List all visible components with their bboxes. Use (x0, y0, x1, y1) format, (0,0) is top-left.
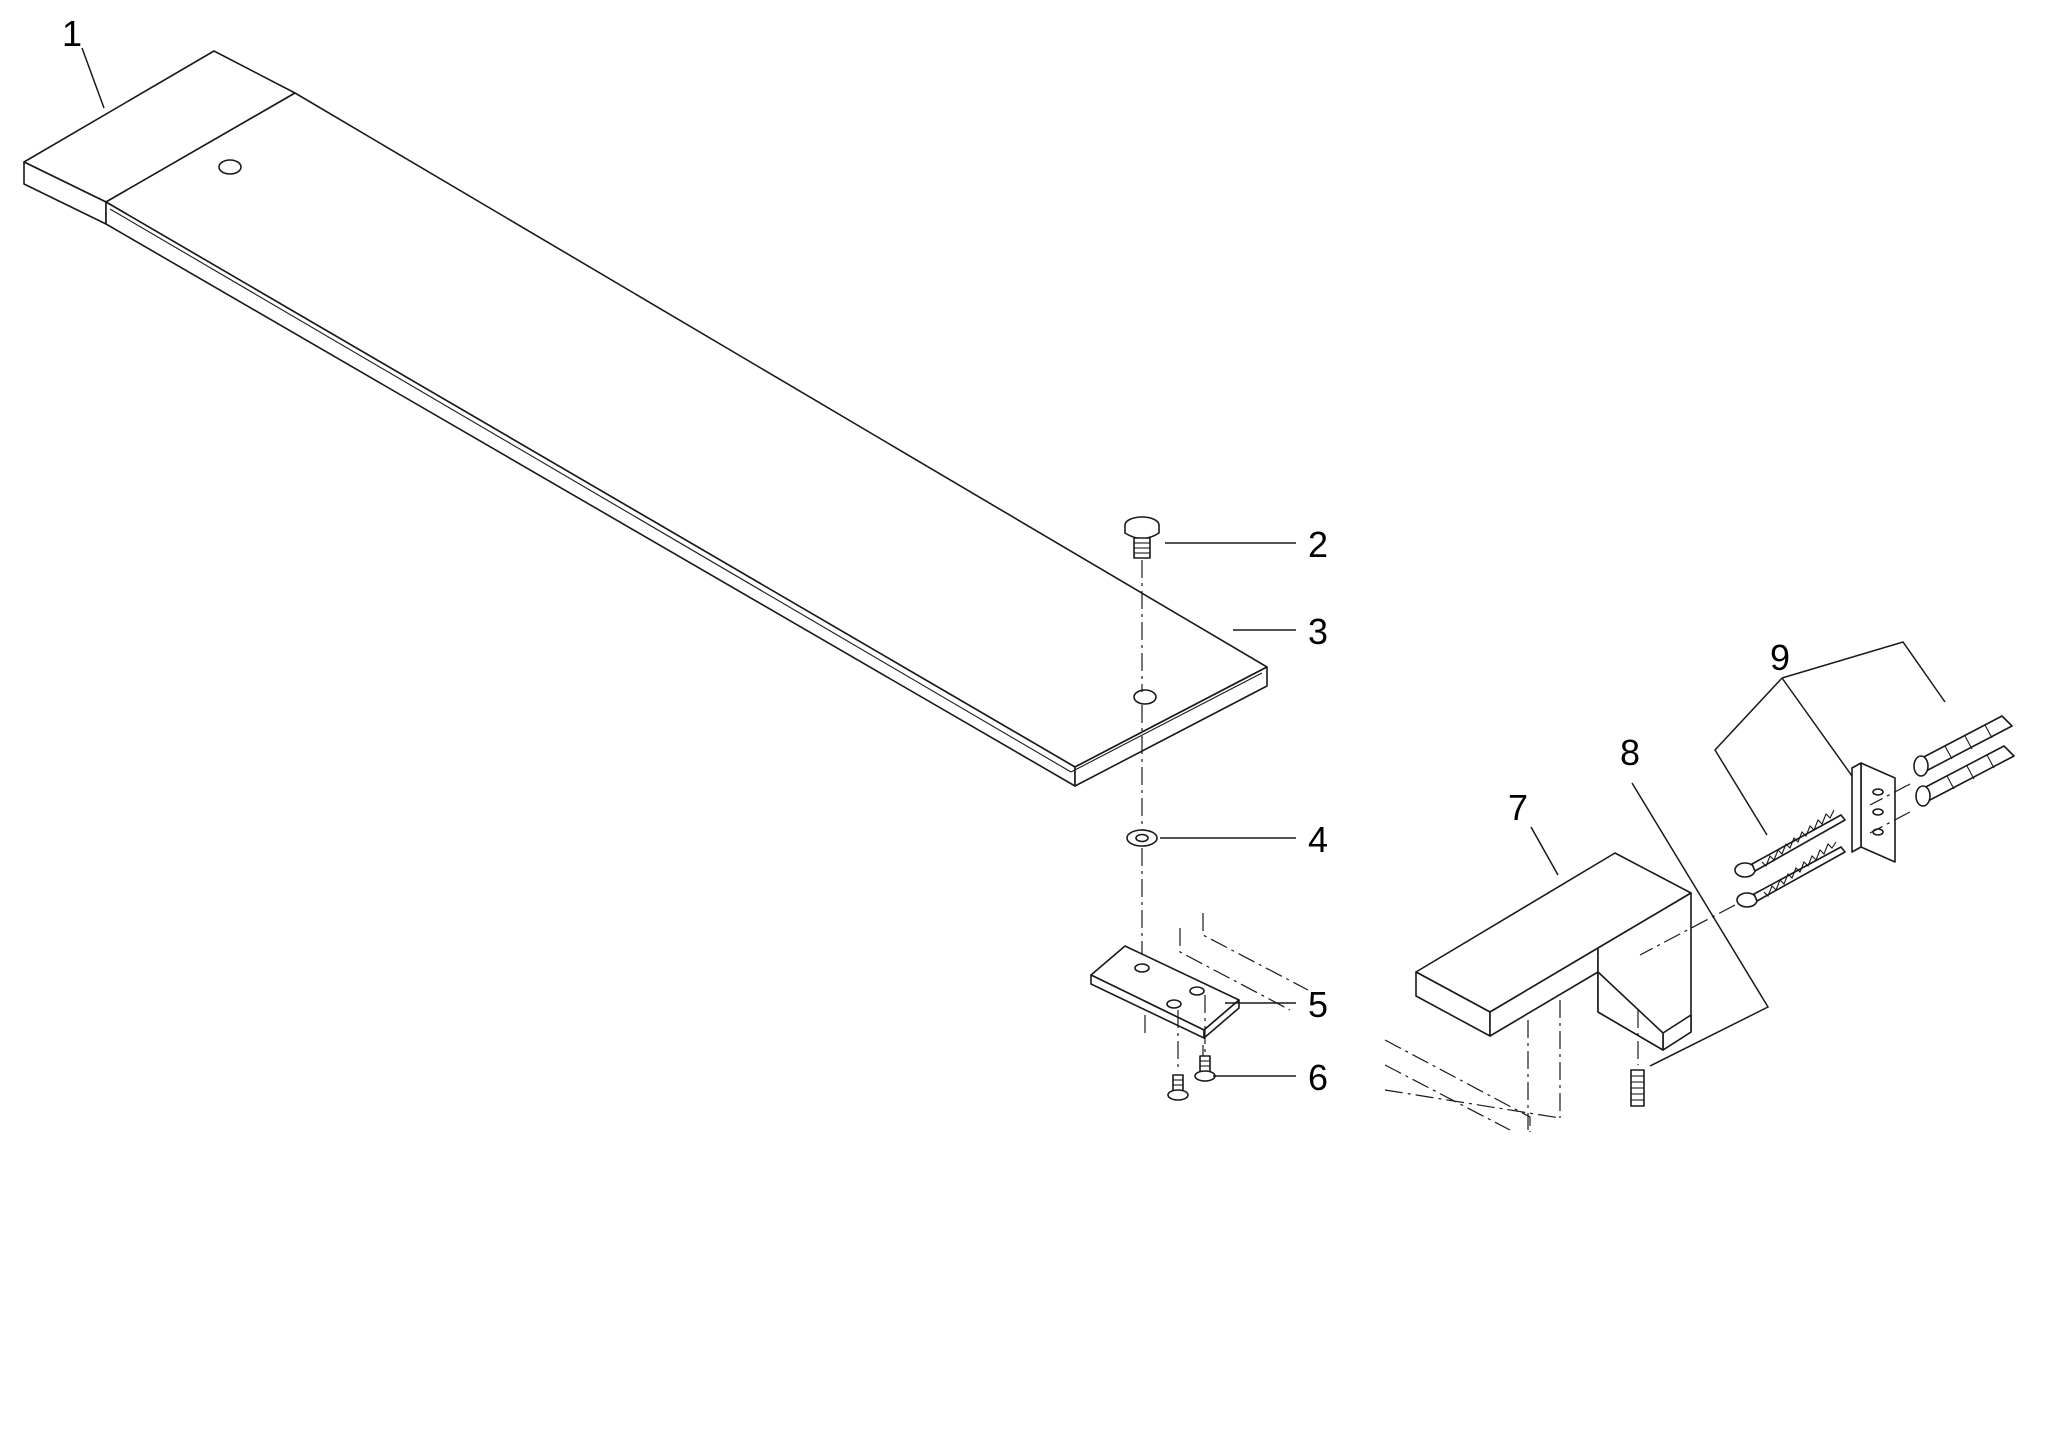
callout-5: 5 (1308, 984, 1328, 1025)
leader-lines (81, 47, 1946, 1077)
callout-9: 9 (1770, 637, 1790, 678)
wall-anchor-upper (1913, 715, 2013, 777)
part-9-wall-fixing-set (1639, 715, 2015, 956)
callout-2: 2 (1308, 524, 1328, 565)
part-5-mounting-plate (1090, 945, 1240, 1039)
part-1-end-cap (23, 50, 296, 225)
part-8-set-screw (1630, 1069, 1645, 1107)
part-2-cap-screw (1124, 516, 1160, 559)
shelf-hole-top (218, 159, 242, 175)
callout-6: 6 (1308, 1057, 1328, 1098)
long-screw-upper (1734, 809, 1846, 878)
wall-anchor-lower (1915, 745, 2015, 807)
callout-labels: 1 2 3 4 5 6 7 8 9 (62, 13, 1790, 1098)
callout-8: 8 (1620, 732, 1640, 773)
part-7-l-bracket (1415, 852, 1692, 1051)
part-4-washer (1126, 829, 1158, 847)
shelf-hole-bottom (1133, 689, 1157, 705)
long-screw-lower (1736, 841, 1846, 908)
callout-1: 1 (62, 13, 82, 54)
callout-4: 4 (1308, 819, 1328, 860)
callout-3: 3 (1308, 611, 1328, 652)
projection-lines-plate-bracket (1144, 913, 1561, 1132)
callout-7: 7 (1508, 787, 1528, 828)
part-3-shelf-plate (105, 92, 1268, 787)
